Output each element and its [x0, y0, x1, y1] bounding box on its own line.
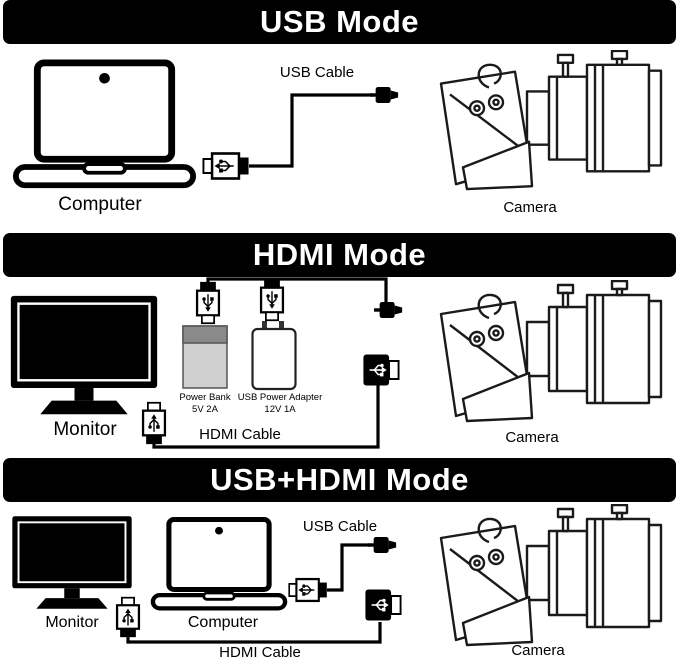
laptop-icon [12, 58, 197, 193]
computer-label: Computer [58, 194, 142, 215]
power-adapter-icon [251, 321, 297, 391]
section-hdmi-mode: HDMI Mode Monitor Power Bank [0, 233, 679, 458]
section-usb-mode: USB Mode Computer [0, 0, 679, 233]
usb-wire [327, 543, 370, 592]
micro-usb-plug-icon [374, 299, 404, 321]
laptop-icon [150, 516, 288, 614]
power-bank-spec: 5V 2A [192, 404, 218, 416]
hdmi-plug-icon [362, 353, 400, 387]
hdmi-cable-label: HDMI Cable [219, 644, 301, 661]
power-bank-label: Power Bank 5V 2A [160, 392, 250, 417]
power-adapter-spec: 12V 1A [264, 404, 296, 416]
usb-cable-label: USB Cable [302, 518, 378, 535]
monitor-label: Monitor [45, 614, 99, 631]
usb-a-plug-icon [288, 576, 328, 604]
camera-illustration [403, 50, 665, 198]
camera-label: Camera [505, 429, 559, 446]
computer-label: Computer [187, 614, 259, 631]
camera-illustration [403, 504, 665, 654]
camera-illustration [403, 280, 665, 430]
hdmi-mode-banner: HDMI Mode [3, 233, 676, 277]
usb-cable-label: USB Cable [279, 64, 355, 81]
power-adapter-name: USB Power Adapter [237, 392, 323, 403]
micro-usb-plug-icon [368, 534, 398, 556]
power-bank-icon [182, 325, 228, 389]
hdmi-plug-icon [364, 588, 402, 622]
monitor-icon [10, 514, 134, 614]
power-bank-usb-plug-icon [194, 281, 222, 325]
power-adapter-label: USB Power Adapter 12V 1A [232, 392, 328, 417]
adapter-usb-plug-icon [258, 278, 286, 322]
section-usb-hdmi-mode: USB+HDMI Mode Monitor Computer [0, 458, 679, 666]
usb-hdmi-mode-title: USB+HDMI Mode [210, 462, 469, 497]
usb-mode-banner: USB Mode [3, 0, 676, 44]
monitor-icon [8, 293, 160, 421]
hdmi-mode-title: HDMI Mode [252, 237, 427, 272]
micro-usb-plug-icon [370, 84, 400, 106]
power-bank-name: Power Bank [179, 392, 231, 403]
monitor-label: Monitor [53, 419, 117, 440]
camera-label: Camera [511, 642, 565, 659]
power-wire [206, 277, 388, 311]
hdmi-cable-label: HDMI Cable [199, 426, 281, 443]
usb-mode-title: USB Mode [260, 4, 419, 39]
monitor-hdmi-plug-icon [114, 596, 142, 638]
monitor-hdmi-plug-icon [140, 401, 168, 445]
usb-a-plug-icon [202, 150, 250, 182]
usb-hdmi-mode-banner: USB+HDMI Mode [3, 458, 676, 502]
camera-label: Camera [503, 199, 557, 216]
